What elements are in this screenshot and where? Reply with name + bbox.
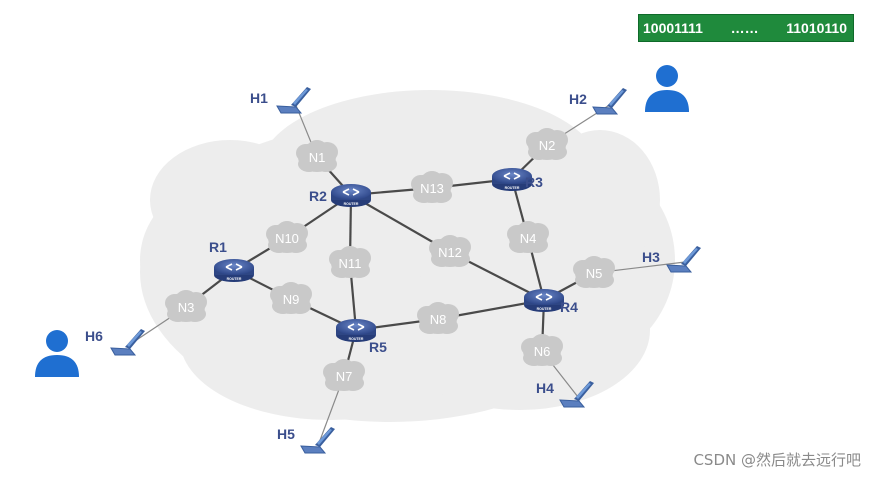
host-h4[interactable]: H4 [536,380,594,408]
laptop-icon [666,246,701,273]
router-label: R1 [209,239,227,255]
router-icon [524,289,564,312]
users-layer [35,65,689,377]
host-label: H4 [536,380,554,396]
laptop-icon [110,329,145,356]
laptop-icon [276,87,311,114]
banner-left-bits: 10001111 [643,20,703,36]
router-label: R2 [309,188,327,204]
network-n5[interactable]: N5 [573,256,615,288]
cloud-icon [411,171,453,203]
laptop-icon [300,427,335,454]
host-h6[interactable]: H6 [85,328,145,356]
cloud-icon [165,290,207,322]
host-label: H6 [85,328,103,344]
router-label: R4 [560,299,578,315]
watermark: CSDN @然后就去远行吧 [693,451,861,469]
network-label: N1 [309,150,326,165]
cloud-icon [323,359,365,391]
background-cloud-lobe [260,90,600,250]
router-caption: ROUTER [349,337,364,341]
router-r3[interactable]: ROUTER R3 [492,168,543,191]
network-n1[interactable]: N1 [296,140,338,172]
network-label: N11 [339,256,362,271]
cloud-icon [429,235,471,267]
router-icon [331,184,371,207]
host-label: H3 [642,249,660,265]
laptop-icon [559,381,594,408]
router-label: R5 [369,339,387,355]
laptop-icon [592,88,627,115]
network-label: N13 [420,181,444,196]
user-icon [35,330,79,377]
router-icon [214,259,254,282]
bit-sequence-banner: 10001111 …… 11010110 [638,14,854,42]
network-n13[interactable]: N13 [411,171,453,203]
network-label: N10 [275,231,299,246]
cloud-icon [417,302,459,334]
host-h3[interactable]: H3 [642,246,701,273]
cloud-icon [573,256,615,288]
router-icon [336,319,376,342]
host-h2[interactable]: H2 [569,88,627,115]
user-icon [645,65,689,112]
internet-cloud [140,90,675,422]
network-label: N3 [178,300,195,315]
router-icon [492,168,532,191]
host-h5[interactable]: H5 [277,426,335,454]
network-label: N2 [539,138,556,153]
banner-dots: …… [730,20,759,36]
host-label: H1 [250,90,268,106]
router-caption: ROUTER [505,186,520,190]
router-label: R3 [525,174,543,190]
network-label: N8 [430,312,447,327]
network-n10[interactable]: N10 [266,221,308,253]
cloud-icon [329,246,371,278]
network-label: N12 [438,245,462,260]
background-cloud-lobe [390,250,650,410]
network-label: N5 [586,266,603,281]
cloud-icon [521,334,563,366]
cloud-icon [526,128,568,160]
network-label: N4 [520,231,537,246]
network-n6[interactable]: N6 [521,334,563,366]
network-label: N9 [283,292,300,307]
host-label: H2 [569,91,587,107]
network-n3[interactable]: N3 [165,290,207,322]
host-h1[interactable]: H1 [250,87,311,114]
cloud-icon [296,140,338,172]
router-r2[interactable]: ROUTER R2 [309,184,371,207]
network-n2[interactable]: N2 [526,128,568,160]
network-label: N7 [336,369,353,384]
banner-right-bits: 11010110 [786,20,847,36]
cloud-icon [270,282,312,314]
network-n4[interactable]: N4 [507,221,549,253]
router-caption: ROUTER [344,202,359,206]
host-label: H5 [277,426,295,442]
network-label: N6 [534,344,551,359]
network-n11[interactable]: N11 [329,246,371,278]
network-n7[interactable]: N7 [323,359,365,391]
router-r4[interactable]: ROUTER R4 [524,289,578,315]
network-n9[interactable]: N9 [270,282,312,314]
router-r1[interactable]: ROUTER R1 [209,239,254,282]
router-caption: ROUTER [227,277,242,281]
router-r5[interactable]: ROUTER R5 [336,319,387,355]
background-cloud-lobe [540,130,660,270]
network-n8[interactable]: N8 [417,302,459,334]
cloud-icon [507,221,549,253]
cloud-icon [266,221,308,253]
network-n12[interactable]: N12 [429,235,471,267]
router-caption: ROUTER [537,307,552,311]
